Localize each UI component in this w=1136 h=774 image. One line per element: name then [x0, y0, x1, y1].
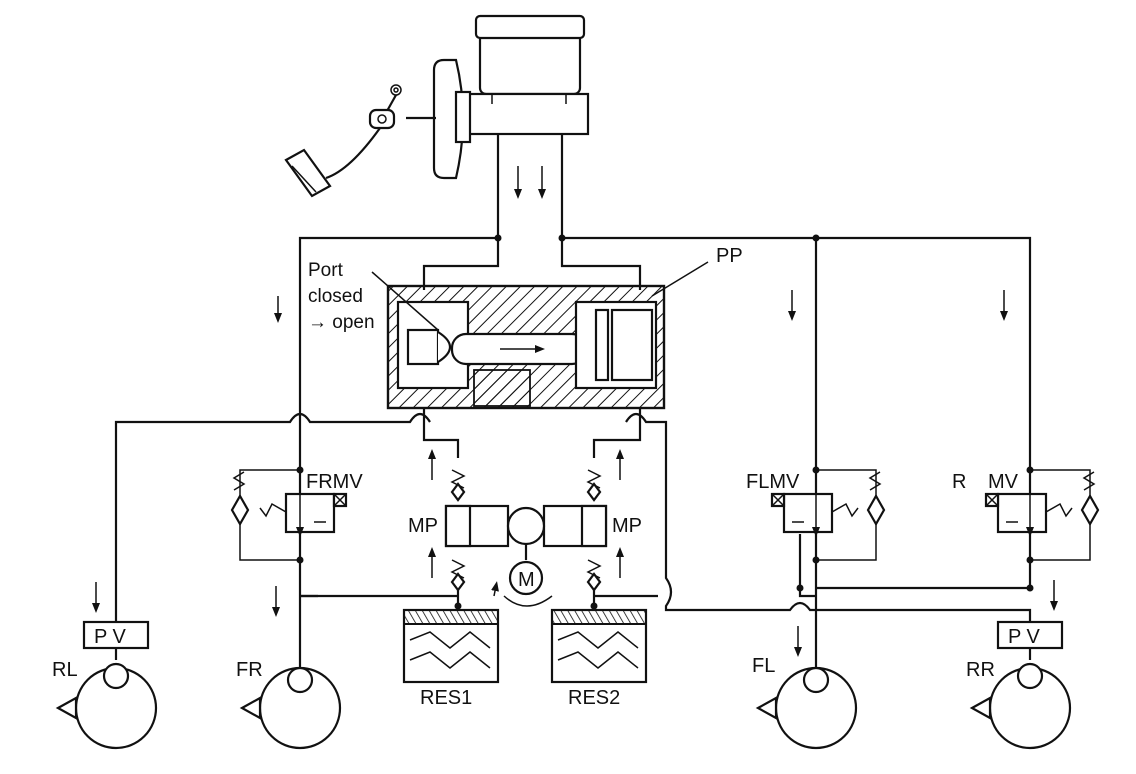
wheel-fr [239, 666, 342, 750]
label-rr: RR [966, 659, 995, 681]
label-pv-right: P V [1008, 626, 1041, 648]
label-port-line3: → open [308, 312, 375, 333]
label-port-line1: Port [308, 260, 344, 281]
hydraulic-lines [114, 134, 1032, 680]
label-pp: PP [716, 245, 743, 267]
label-pv-left: P V [94, 626, 127, 648]
label-rmv-r: R [952, 471, 966, 493]
reservoir-res1 [402, 608, 500, 684]
label-res2: RES2 [568, 687, 620, 709]
flmv-valve [770, 469, 886, 561]
label-fr: FR [236, 659, 263, 681]
frmv-valve [230, 469, 348, 561]
label-frmv: FRMV [306, 471, 363, 493]
pv-valve-left [82, 620, 150, 660]
label-rl: RL [52, 659, 78, 681]
pump-assembly [444, 469, 608, 607]
label-mp-right: MP [612, 515, 642, 537]
junction-dots [296, 234, 1034, 610]
rmv-valve [984, 469, 1100, 561]
wheel-rr [969, 662, 1072, 750]
reservoir-res2 [550, 608, 648, 684]
label-port-line2: closed [308, 286, 363, 307]
pp-leader-line [651, 261, 709, 297]
label-mp-left: MP [408, 515, 438, 537]
label-fl: FL [752, 655, 775, 677]
label-motor: M [518, 569, 535, 591]
master-cylinder [458, 14, 590, 136]
flow-arrows [92, 166, 1058, 657]
label-res1: RES1 [420, 687, 472, 709]
brake-pedal [284, 84, 402, 198]
wheel-fl [755, 666, 858, 750]
wheel-rl [55, 662, 158, 750]
port-leader-line [371, 271, 439, 331]
label-flmv: FLMV [746, 471, 800, 493]
pv-valve-right [996, 620, 1064, 660]
label-rmv-mv: MV [988, 471, 1019, 493]
proportioning-valve-block [386, 284, 666, 410]
brake-booster [406, 58, 472, 180]
